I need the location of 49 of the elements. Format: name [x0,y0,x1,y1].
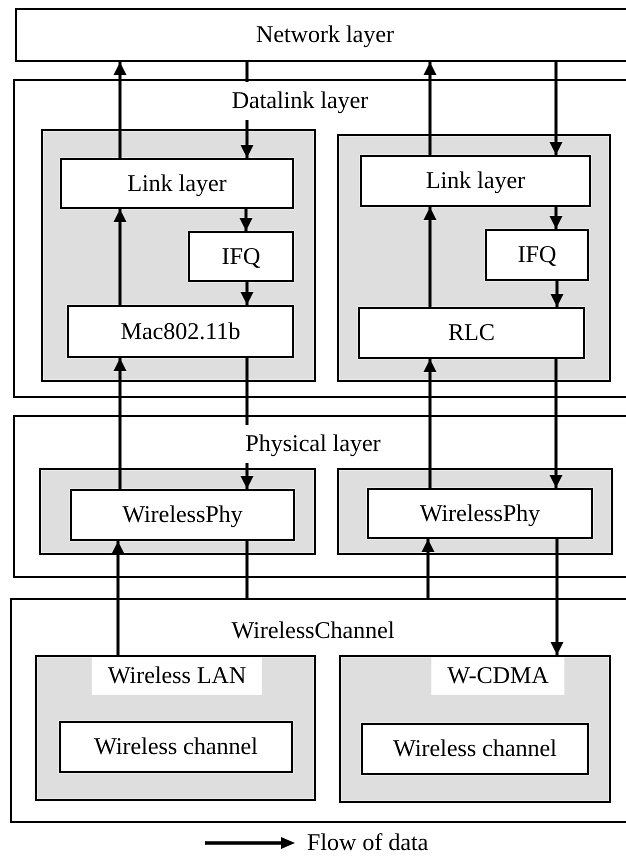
arrow [112,541,124,655]
arrow [114,358,126,489]
module-box [59,721,293,773]
module-box [70,489,295,541]
layer-panel [339,655,611,803]
module-label: Network layer [256,21,394,50]
arrow [424,207,436,307]
arrow [424,62,436,155]
arrow [240,209,252,231]
group-panel [39,468,316,555]
layer-title: W-CDMA [431,657,565,695]
legend-label: Flow of data [307,829,428,858]
group-panel [41,129,316,382]
module-box [485,229,589,281]
module-label: WirelessPhy [420,500,540,528]
arrow [424,359,436,488]
arrow [550,359,562,488]
module-label: Wireless channel [393,735,557,764]
module-label: Link layer [127,170,227,198]
module-box [360,155,591,207]
module-label: Mac802.11b [120,318,240,346]
module-box [188,231,294,282]
layer-panel [13,79,626,398]
group-panel [337,468,613,555]
module-box [60,158,294,209]
module-box [67,305,294,358]
module-label: Link layer [426,167,526,196]
module-label: IFQ [222,242,260,272]
layer-panel [10,598,626,823]
module-label: Wireless channel [94,733,258,762]
group-panel [337,134,611,382]
arrow [550,281,564,307]
arrow [240,282,254,305]
arrow [422,539,434,598]
layer-title: Wireless LAN [92,657,262,695]
arrow [114,62,126,158]
arrow [550,62,562,155]
arrow [550,539,564,655]
layer-panel [13,415,626,578]
module-box [15,8,626,62]
module-box [358,307,585,359]
layer-panel [35,655,316,801]
module-box [361,723,589,775]
module-box [367,488,593,539]
module-label: RLC [448,319,495,348]
module-label: WirelessPhy [122,501,243,530]
arrow [114,209,126,305]
module-label: IFQ [518,241,556,270]
arrow [550,207,562,229]
